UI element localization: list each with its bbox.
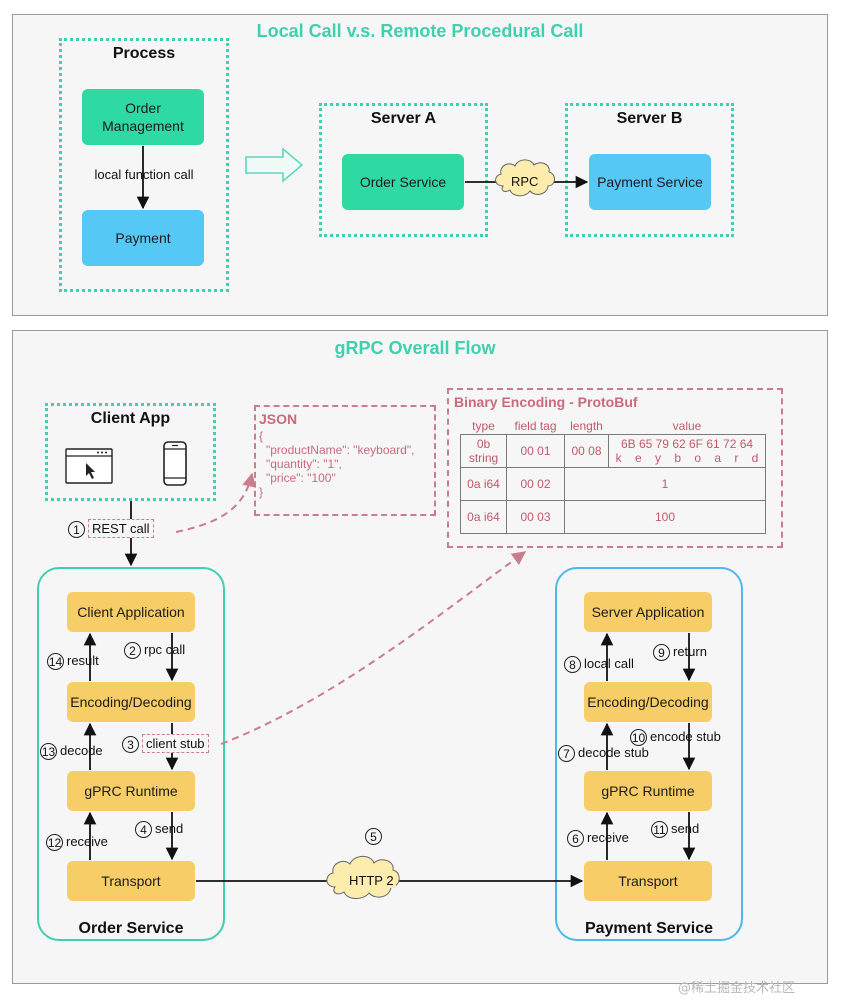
step-number: 13 bbox=[40, 743, 57, 761]
cell-tag: 00 01 bbox=[506, 434, 565, 468]
step-label: REST call bbox=[88, 519, 154, 538]
step-label: client stub bbox=[142, 734, 209, 753]
step-label: send bbox=[671, 821, 700, 836]
payment-node: Payment bbox=[82, 210, 204, 266]
stub-to-protobuf-connector bbox=[220, 551, 527, 745]
protobuf-table: type field tag length value 0b string 00… bbox=[460, 418, 766, 534]
col-header-value: value bbox=[672, 419, 702, 433]
col-header-field-tag: field tag bbox=[514, 419, 557, 433]
cell-type: 0b string bbox=[460, 434, 507, 468]
json-line: { bbox=[259, 429, 264, 443]
step-number: 6 bbox=[567, 830, 584, 848]
client-application-node: Client Application bbox=[67, 592, 195, 632]
col-header-type: type bbox=[472, 419, 495, 433]
step-number: 2 bbox=[124, 642, 141, 660]
watermark-text: @稀土掘金技术社区 bbox=[678, 981, 796, 996]
server-application-node: Server Application bbox=[584, 592, 712, 632]
cell-value-hex: 6B 65 79 62 6F 61 72 64 bbox=[620, 437, 754, 451]
grpc-runtime-node: gPRC Runtime bbox=[67, 771, 195, 811]
step-number: 10 bbox=[630, 729, 647, 747]
rpc-label: RPC bbox=[511, 174, 539, 189]
browser-icon bbox=[65, 448, 113, 484]
json-box bbox=[254, 405, 436, 516]
step-label: return bbox=[673, 644, 707, 659]
order-service-node: Order Service bbox=[342, 154, 464, 210]
step-number: 14 bbox=[47, 653, 64, 671]
top-panel-title: Local Call v.s. Remote Procedural Call bbox=[256, 21, 584, 41]
json-line: "quantity": "1", bbox=[266, 457, 342, 471]
client-app-title: Client App bbox=[90, 410, 171, 427]
order-service-title: Order Service bbox=[78, 920, 184, 937]
process-title: Process bbox=[112, 45, 176, 62]
grpc-runtime-node: gPRC Runtime bbox=[584, 771, 712, 811]
transport-node: Transport bbox=[67, 861, 195, 901]
protobuf-title: Binary Encoding - ProtoBuf bbox=[454, 394, 638, 410]
step-number: 7 bbox=[558, 745, 575, 763]
step-number: 8 bbox=[564, 656, 581, 674]
step-number: 1 bbox=[68, 521, 85, 539]
cell-value: 100 bbox=[564, 500, 766, 534]
json-body: { "productName": "keyboard", "quantity":… bbox=[259, 429, 414, 499]
json-line: "productName": "keyboard", bbox=[266, 443, 415, 457]
step-label: receive bbox=[587, 830, 629, 845]
http2-label: HTTP 2 bbox=[347, 873, 396, 888]
encoding-decoding-node: Encoding/Decoding bbox=[67, 682, 195, 722]
step-label: local call bbox=[584, 656, 634, 671]
step-label: encode stub bbox=[650, 729, 721, 744]
rpc-cloud-icon bbox=[495, 159, 555, 197]
cell-tag: 00 02 bbox=[506, 467, 565, 501]
json-line: "price": "100" bbox=[266, 471, 336, 485]
step-number: 11 bbox=[651, 821, 668, 839]
phone-icon bbox=[163, 441, 187, 486]
step-number: 12 bbox=[46, 834, 63, 852]
encoding-decoding-node: Encoding/Decoding bbox=[584, 682, 712, 722]
step-http2-number: 5 bbox=[365, 828, 385, 846]
big-right-arrow-icon bbox=[245, 147, 304, 183]
cell-value: 1 bbox=[564, 467, 766, 501]
step-label: receive bbox=[66, 834, 108, 849]
payment-service-container bbox=[555, 567, 743, 941]
step-label: decode stub bbox=[578, 745, 649, 760]
step-label: rpc call bbox=[144, 642, 186, 657]
step-label: decode bbox=[60, 743, 103, 758]
order-management-node: Order Management bbox=[82, 89, 204, 145]
server-b-title: Server B bbox=[616, 110, 683, 127]
col-header-length: length bbox=[570, 419, 603, 433]
cell-tag: 00 03 bbox=[506, 500, 565, 534]
json-line: } bbox=[259, 485, 264, 499]
payment-service-title: Payment Service bbox=[584, 920, 714, 937]
bottom-panel-title: gRPC Overall Flow bbox=[334, 338, 496, 358]
payment-service-node: Payment Service bbox=[589, 154, 711, 210]
order-service-container bbox=[37, 567, 225, 941]
transport-node: Transport bbox=[584, 861, 712, 901]
local-function-call-label: local function call bbox=[84, 167, 204, 182]
step-number: 3 bbox=[122, 736, 139, 754]
server-a-title: Server A bbox=[370, 110, 437, 127]
cell-type: 0a i64 bbox=[460, 500, 507, 534]
step-number: 9 bbox=[653, 644, 670, 662]
rest-to-json-connector bbox=[175, 472, 257, 533]
step-number: 4 bbox=[135, 821, 152, 839]
cell-value-chars: k e y b o a r d bbox=[615, 451, 759, 465]
step-number: 5 bbox=[365, 828, 382, 846]
step-label: send bbox=[155, 821, 184, 836]
step-label: result bbox=[67, 653, 99, 668]
json-title: JSON bbox=[259, 411, 298, 427]
